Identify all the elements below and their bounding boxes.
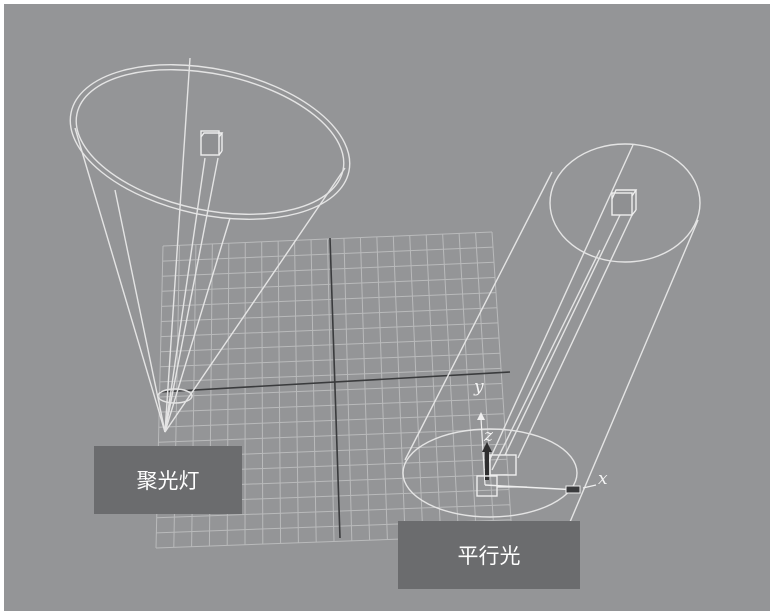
grid-line [156, 504, 511, 519]
grid-line [343, 238, 353, 541]
directional-light-cylinder[interactable] [402, 143, 701, 523]
directional-light-handle-icon[interactable] [611, 189, 638, 216]
spot-cone-edge-back [114, 189, 166, 433]
grid-line [392, 236, 406, 539]
spot-source-line [164, 157, 206, 433]
gizmo-z-arrow-icon[interactable] [482, 442, 492, 452]
grid-line [458, 233, 477, 537]
grid-axes [159, 237, 511, 539]
ground-grid [155, 231, 513, 549]
gizmo-z-label: z [483, 426, 494, 446]
spot-cone-edge-right [164, 167, 346, 433]
grid-line [442, 234, 460, 537]
spot-cone-edge-left [74, 127, 166, 433]
spot-source-line-2 [164, 157, 219, 433]
cylinder-edge-left [404, 171, 553, 461]
grid-line [158, 413, 505, 428]
gizmo-x-label: x [598, 469, 608, 489]
gizmo-y-arrow-icon[interactable] [477, 412, 485, 420]
grid-line [409, 235, 424, 539]
grid-line [425, 234, 442, 538]
grid-line [158, 428, 506, 443]
cylinder-inner-line-3 [491, 249, 601, 471]
spot-cone-rim-outer [69, 64, 351, 220]
grid-line [376, 236, 388, 540]
grid-line [359, 237, 371, 541]
cylinder-bottom-cap [402, 428, 578, 518]
spot-light-cone[interactable] [56, 41, 364, 433]
cylinder-inner-line-2 [517, 214, 633, 459]
cylinder-axis [484, 144, 634, 471]
spot-light-handle-icon[interactable] [200, 130, 224, 156]
gizmo-x-axis [484, 484, 579, 491]
grid-line [159, 398, 504, 413]
grid-z-axis-line [329, 237, 341, 539]
spot-light-head [157, 388, 193, 404]
cylinder-top-cap [549, 143, 701, 263]
gizmo-x-handle-icon[interactable] [565, 485, 581, 494]
directional-light-body-icon[interactable] [489, 454, 517, 476]
directional-light-label: 平行光 [398, 521, 580, 589]
cylinder-edge-right [569, 219, 699, 523]
spot-cone-edge-front [164, 217, 231, 433]
spot-cone-axis [164, 57, 191, 433]
gizmo-center-cube-icon[interactable] [476, 475, 498, 497]
grid-line [159, 383, 503, 398]
transform-gizmo[interactable]: y z x [473, 377, 608, 497]
cylinder-inner-line-1 [504, 214, 621, 456]
gizmo-y-label: y [473, 377, 484, 397]
spot-light-label: 聚光灯 [94, 446, 242, 514]
